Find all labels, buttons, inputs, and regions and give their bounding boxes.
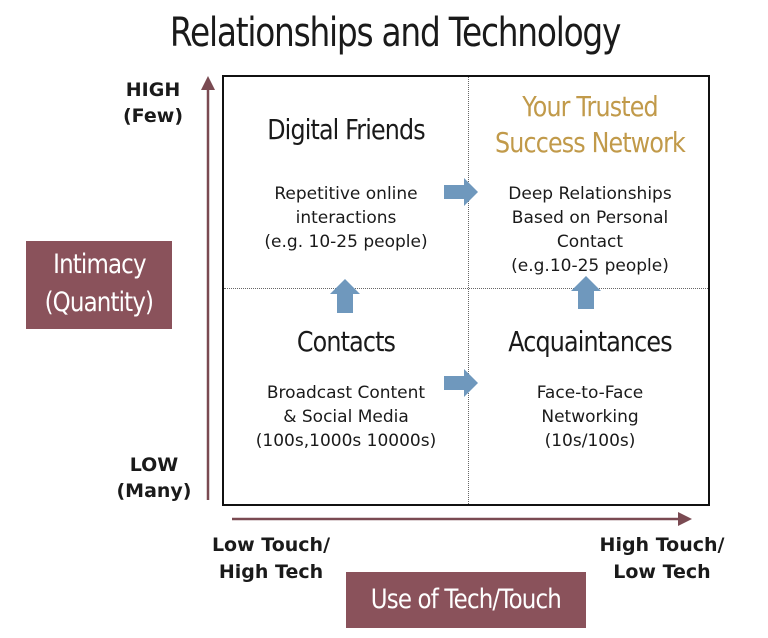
x-axis-left-label: Low Touch/ High Tech xyxy=(211,534,331,583)
right-arrow-icon-top xyxy=(444,178,478,206)
x-axis-arrow xyxy=(232,512,692,526)
quadrant-body-trusted-success-network: Deep Relationships Based on Personal Con… xyxy=(508,184,672,276)
up-arrow-icon-right xyxy=(571,276,601,309)
vertical-divider xyxy=(468,77,469,504)
quadrant-title-digital-friends: Digital Friends xyxy=(267,113,425,146)
y-axis-high-label: HIGH (Few) xyxy=(122,79,183,127)
right-arrow-icon-bottom xyxy=(444,369,478,397)
quadrant-grid: Digital Friends Repetitive online intera… xyxy=(222,75,710,506)
diagram-title: Relationships and Technology xyxy=(169,10,622,56)
quadrant-title-trusted-success-network: Your Trusted Success Network xyxy=(494,90,686,159)
up-arrow-icon-left xyxy=(330,279,360,313)
y-axis-label-box: Intimacy (Quantity) xyxy=(26,241,172,329)
x-axis-right-label: High Touch/ Low Tech xyxy=(599,534,725,583)
quadrant-body-acquaintances: Face-to-Face Networking (10s/100s) xyxy=(536,383,644,451)
quadrant-body-contacts: Broadcast Content & Social Media (100s,1… xyxy=(255,383,437,451)
horizontal-divider xyxy=(224,288,708,289)
y-axis-arrow xyxy=(201,76,215,500)
quadrant-title-contacts: Contacts xyxy=(296,325,396,358)
quadrant-body-digital-friends: Repetitive online interactions (e.g. 10-… xyxy=(264,184,428,252)
quadrant-title-acquaintances: Acquaintances xyxy=(508,325,672,358)
x-axis-label-box: Use of Tech/Touch xyxy=(346,572,586,628)
y-axis-low-label: LOW (Many) xyxy=(116,454,192,502)
